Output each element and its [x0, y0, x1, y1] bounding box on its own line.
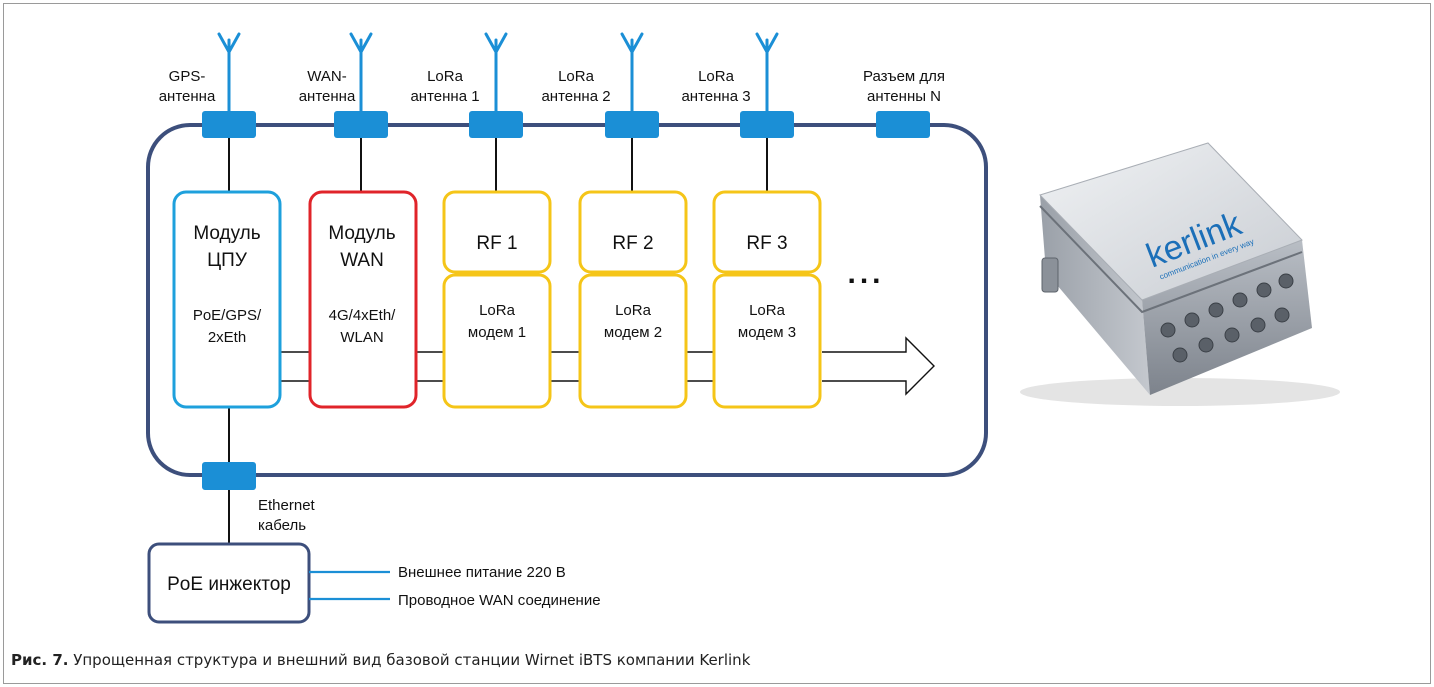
- ethernet-connector: [202, 462, 256, 490]
- antenna-icon: [484, 32, 508, 114]
- antenna-label-gps: GPS-: [169, 68, 206, 85]
- kerlink-device-photo: kerlink communication in every way: [1020, 142, 1340, 406]
- antenna-label-lora3: LoRa: [698, 68, 735, 85]
- rf2-label: RF 2: [612, 233, 653, 254]
- caption-prefix: Рис. 7.: [11, 651, 69, 669]
- wan-module: [308, 190, 418, 409]
- antenna-label-gps: антенна: [159, 88, 216, 105]
- antenna-n-connector: [876, 111, 930, 138]
- lora3-connector: [740, 111, 794, 138]
- wan-module-spec: 4G/4xEth/: [329, 307, 397, 324]
- antenna-icon: [620, 32, 644, 114]
- poe-injector: [147, 542, 311, 624]
- rf2-block: [578, 190, 688, 274]
- lora-modem1-block: [442, 273, 552, 409]
- enclosure: [146, 123, 988, 477]
- rf1-label: RF 1: [476, 233, 517, 254]
- wan-module-spec: WLAN: [340, 329, 383, 346]
- antenna-label-lora1: LoRa: [427, 68, 464, 85]
- ethernet-label: Ethernet: [258, 497, 316, 514]
- antenna-label-n: Разъем для: [863, 68, 945, 85]
- antenna-icon: [755, 32, 779, 114]
- cpu-module-title: Модуль: [193, 223, 260, 244]
- lora1-connector: [469, 111, 523, 138]
- more-modules-ellipsis: ...: [847, 257, 884, 290]
- external-power-label: Внешнее питание 220 В: [398, 564, 566, 581]
- gps-connector: [202, 111, 256, 138]
- ethernet-label: кабель: [258, 517, 306, 534]
- cpu-module-spec: PoE/GPS/: [193, 307, 262, 324]
- lora-modem1-label: LoRa: [479, 302, 516, 319]
- lora-modem2-block: [578, 273, 688, 409]
- lora-modem2-label: модем 2: [604, 324, 662, 341]
- antenna-icon: [349, 32, 373, 114]
- antenna-label-wan: антенна: [299, 88, 356, 105]
- figure-frame: [3, 3, 1431, 684]
- bus-arrow: [822, 336, 935, 396]
- wired-wan-label: Проводное WAN соединение: [398, 592, 601, 609]
- antenna-label-lora2: антенна 2: [541, 88, 610, 105]
- wan-module-title: Модуль: [328, 223, 395, 244]
- cpu-module-title: ЦПУ: [207, 250, 248, 271]
- caption-text: Упрощенная структура и внешний вид базов…: [68, 651, 751, 669]
- lora-modem3-label: LoRa: [749, 302, 786, 319]
- antenna-label-lora3: антенна 3: [681, 88, 750, 105]
- lora2-connector: [605, 111, 659, 138]
- cpu-module: [172, 190, 282, 409]
- lora-modem2-label: LoRa: [615, 302, 652, 319]
- antenna-label-wan: WAN-: [307, 68, 346, 85]
- antenna-label-lora2: LoRa: [558, 68, 595, 85]
- antenna-icon: [217, 32, 241, 114]
- lora-modem3-block: [712, 273, 822, 409]
- lora-modem1-label: модем 1: [468, 324, 526, 341]
- rf1-block: [442, 190, 552, 274]
- rf3-block: [712, 190, 822, 274]
- wan-module-title: WAN: [340, 250, 384, 271]
- antenna-label-lora1: антенна 1: [410, 88, 479, 105]
- cpu-module-spec: 2xEth: [208, 329, 246, 346]
- antenna-label-n: антенны N: [867, 88, 941, 105]
- poe-injector-label: PoE инжектор: [167, 574, 291, 595]
- lora-modem3-label: модем 3: [738, 324, 796, 341]
- figure-caption: Рис. 7. Упрощенная структура и внешний в…: [11, 651, 750, 669]
- wan-connector: [334, 111, 388, 138]
- rf3-label: RF 3: [746, 233, 787, 254]
